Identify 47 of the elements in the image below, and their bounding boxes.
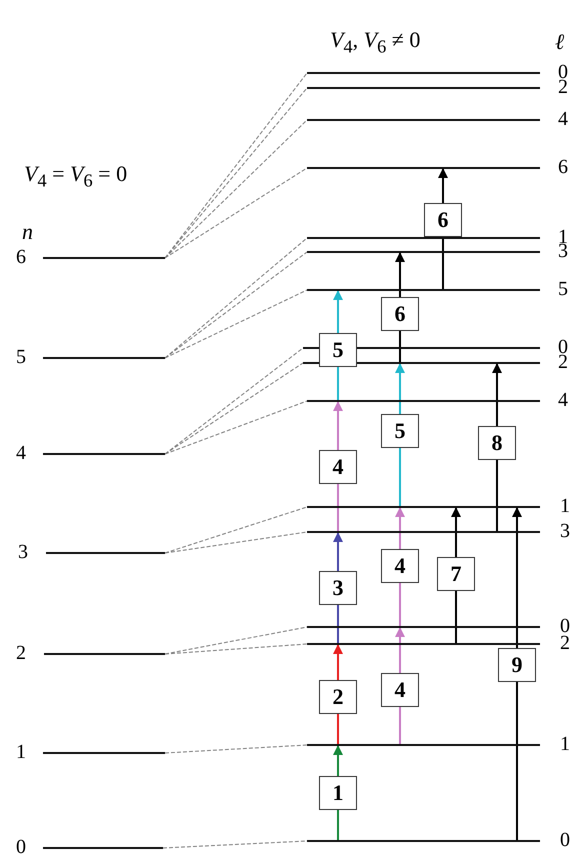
level-label: 2 — [560, 633, 570, 653]
transition-number: 4 — [319, 450, 357, 484]
connector-line — [164, 400, 308, 454]
level-label: 4 — [16, 443, 26, 463]
transition-number: 9 — [498, 648, 536, 682]
level-label: 5 — [16, 347, 26, 367]
transition-number: 8 — [478, 426, 516, 460]
level-label: 2 — [16, 643, 26, 663]
condition-heading: V$_{4}$ = V$_{6}$ = 0 — [24, 162, 128, 192]
level-label: 1 — [560, 496, 570, 516]
connector-line — [164, 644, 308, 654]
level-label: 0 — [16, 837, 26, 855]
transition-arrow — [512, 507, 522, 841]
level-label: 3 — [560, 521, 570, 541]
level-label: 4 — [558, 109, 568, 129]
transition-number: 5 — [381, 414, 419, 448]
transition-number: 2 — [319, 680, 357, 714]
level-label: 0 — [560, 616, 570, 636]
axis-symbol: ℓ — [555, 30, 564, 54]
connector-line — [162, 840, 308, 848]
connector-line — [164, 120, 308, 258]
transition-number: 5 — [319, 333, 357, 367]
transition-number: 7 — [437, 557, 475, 591]
connector-line — [164, 168, 308, 258]
level-label: 4 — [558, 390, 568, 410]
connector-line — [164, 506, 308, 554]
level-label: 6 — [558, 157, 568, 177]
level-label: 2 — [558, 352, 568, 372]
transition-number: 4 — [381, 549, 419, 583]
transition-number: 6 — [381, 297, 419, 331]
connector-line — [164, 744, 308, 754]
level-label: 5 — [558, 279, 568, 299]
axis-symbol: n — [22, 220, 33, 244]
level-label: 6 — [16, 247, 26, 267]
level-label: 0 — [560, 830, 570, 850]
transition-number: 4 — [381, 673, 419, 707]
condition-heading: V$_{4}$, V$_{6}$ ≠ 0 — [330, 28, 420, 58]
transition-number: 1 — [319, 776, 357, 810]
transition-number: 3 — [319, 571, 357, 605]
level-label: 1 — [16, 742, 26, 762]
level-label: 3 — [18, 542, 28, 562]
level-label: 1 — [560, 734, 570, 754]
transition-number: 6 — [424, 203, 462, 237]
connector-line — [164, 626, 308, 654]
level-label: 2 — [558, 77, 568, 97]
connector-line — [164, 532, 308, 554]
connector-line — [164, 290, 308, 358]
